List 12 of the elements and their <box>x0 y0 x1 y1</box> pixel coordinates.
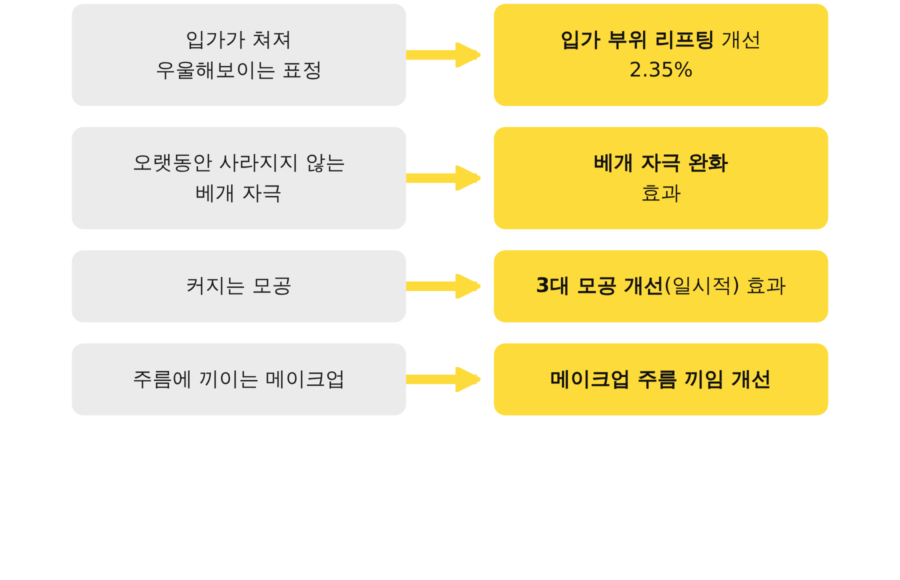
node-box: 메이크업 주름 끼임 개선 <box>494 343 828 416</box>
node-box: 베개 자극 완화 효과 <box>494 127 828 230</box>
node-box: 입가 부위 리프팅 개선 2.35% <box>494 4 828 106</box>
node-box: 오랫동안 사라지지 않는 베개 자극 <box>72 127 406 230</box>
node-box: 3대 모공 개선(일시적) 효과 <box>494 250 828 322</box>
arrow <box>406 272 482 300</box>
node-box: 커지는 모공 <box>72 250 406 322</box>
arrow <box>406 366 482 394</box>
arrow <box>406 164 482 192</box>
node-box: 주름에 끼이는 메이크업 <box>72 343 406 416</box>
arrow <box>406 41 482 69</box>
node-box: 입가가 쳐져 우울해보이는 표정 <box>72 4 406 106</box>
